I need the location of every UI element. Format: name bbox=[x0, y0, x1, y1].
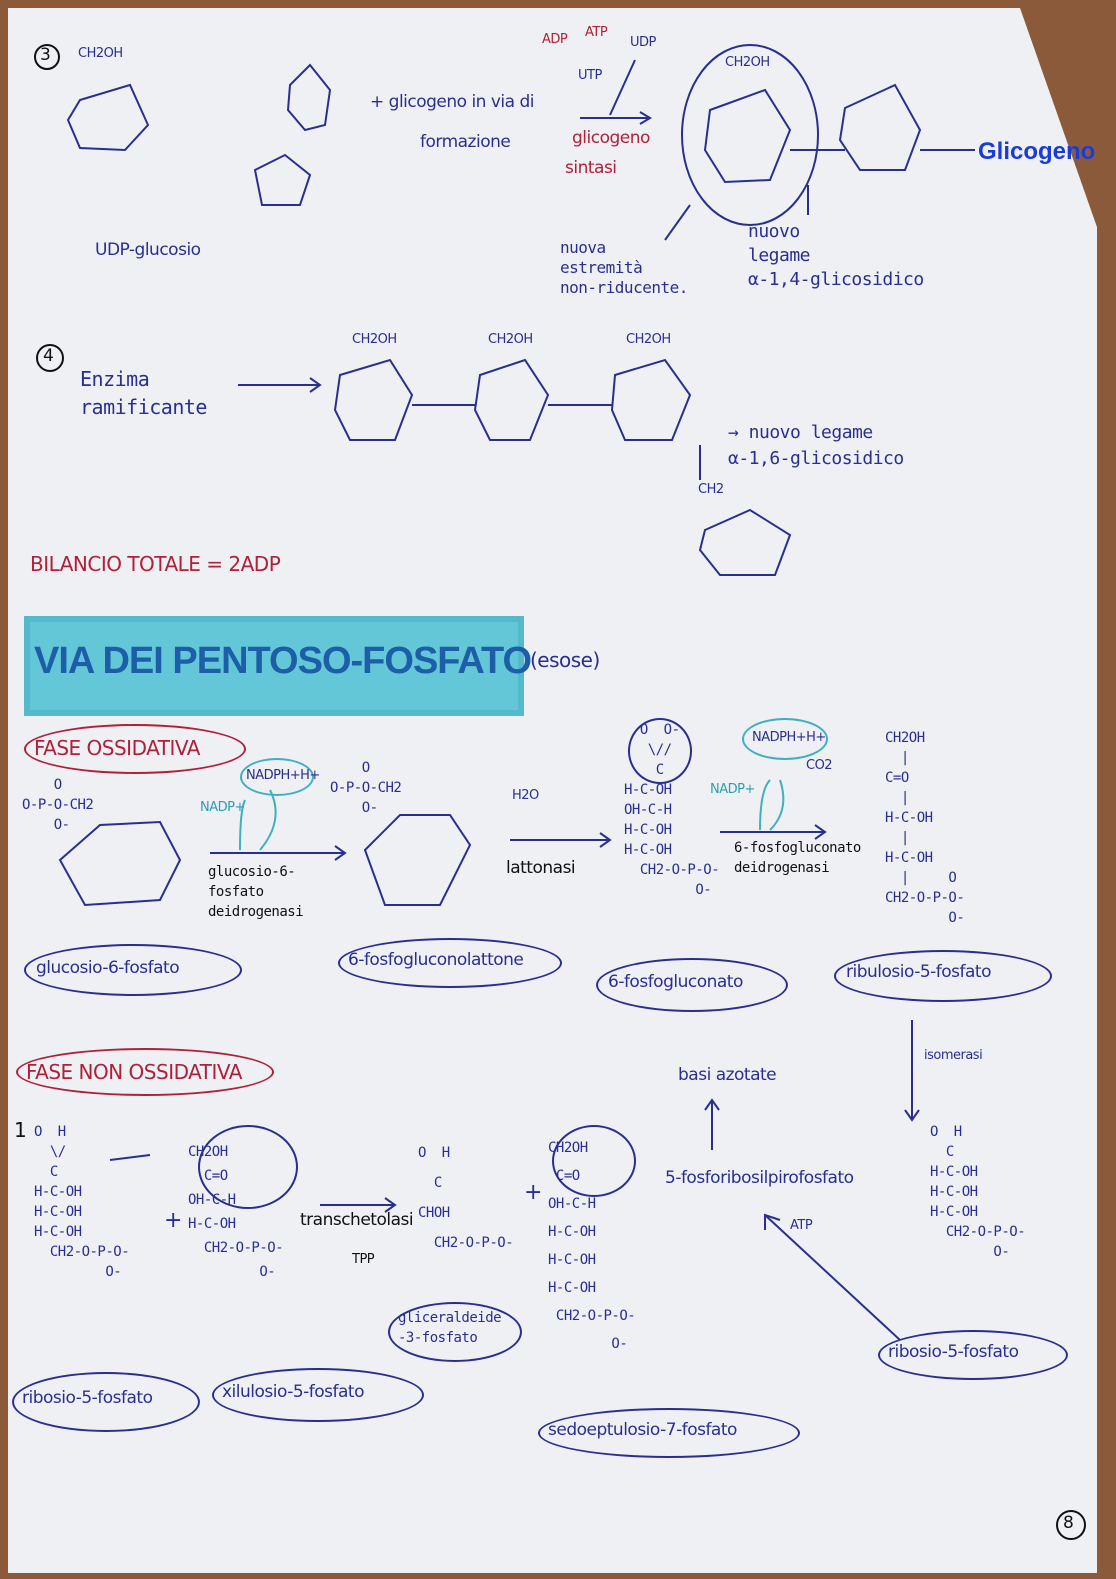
isomerase-label: isomerasi bbox=[924, 1048, 983, 1063]
glycogen-synthase-label: glicogeno bbox=[572, 128, 650, 148]
lactonase-label: lattonasi bbox=[506, 858, 576, 878]
title-highlight bbox=[24, 616, 524, 716]
name-oval-2 bbox=[212, 1368, 424, 1422]
ketone-circle bbox=[198, 1125, 298, 1209]
ch2-label: CH2 bbox=[698, 482, 724, 497]
compound-oval-3 bbox=[596, 958, 788, 1012]
nitrogen-bases-label: basi azotate bbox=[678, 1065, 777, 1085]
plus-1: + bbox=[164, 1208, 182, 1233]
step-1-number: 1 bbox=[14, 1118, 27, 1142]
notebook-page bbox=[8, 8, 1097, 1573]
ketone-circle-2 bbox=[552, 1125, 636, 1197]
name-g3p: gliceraldeide -3-fosfato bbox=[398, 1310, 502, 1346]
oxidative-phase-label: FASE OSSIDATIVA bbox=[34, 736, 200, 760]
step-3-circle bbox=[34, 44, 60, 70]
name-xylulose5p: xilulosio-5-fosfato bbox=[222, 1382, 365, 1402]
new-nonreducing-end: nuova estremità non-riducente. bbox=[560, 238, 688, 297]
transketolase-label: transchetolasi bbox=[300, 1210, 414, 1230]
pentose-phosphate-title: VIA DEI PENTOSO-FOSFATO bbox=[34, 640, 532, 682]
name-oval-3 bbox=[388, 1302, 522, 1362]
page-number: 8 bbox=[1063, 1513, 1074, 1533]
udp-ch2oh: CH2OH bbox=[78, 46, 123, 61]
compound-6pgl: 6-fosfogluconolattone bbox=[348, 950, 524, 970]
compound-oval-2 bbox=[338, 938, 562, 988]
nadph-1-oval bbox=[240, 758, 314, 796]
compound-6pg: 6-fosfogluconato bbox=[608, 972, 743, 992]
compound-g6p: glucosio-6-fosfato bbox=[36, 958, 180, 978]
branching-enzyme-label: Enzima ramificante bbox=[80, 367, 207, 419]
g6p-phosphate: O O-P-O-CH2 O- bbox=[22, 777, 94, 833]
total-balance: BILANCIO TOTALE = 2ADP bbox=[30, 552, 281, 576]
name-sedoheptulose7p: sedoeptulosio-7-fosfato bbox=[548, 1420, 737, 1440]
name-oval-5 bbox=[878, 1330, 1068, 1380]
utp-label: UTP bbox=[578, 68, 602, 83]
water-label: H2O bbox=[512, 788, 539, 803]
atp-label: ATP bbox=[585, 25, 608, 40]
atp-label-2: ATP bbox=[790, 1218, 813, 1233]
xylulose5p-structure: CH2OH C=O OH-C-H H-C-OH CH2-O-P-O- O- bbox=[188, 1144, 284, 1280]
g3p-structure: O H C CHOH CH2-O-P-O- bbox=[418, 1145, 514, 1251]
name-ribose5p-2: ribosio-5-fosfato bbox=[888, 1342, 1019, 1362]
adp-label: ADP bbox=[542, 32, 568, 47]
ch2oh-3: CH2OH bbox=[626, 332, 671, 347]
compound-ru5p: ribulosio-5-fosfato bbox=[846, 962, 992, 982]
lactone-phosphate: O O-P-O-CH2 O- bbox=[330, 760, 402, 816]
name-oval-1 bbox=[12, 1372, 200, 1432]
prpp-label: 5-fosforibosilpirofosfato bbox=[665, 1168, 854, 1188]
nadph-1: NADPH+H+ bbox=[246, 768, 320, 783]
udp-glucose-label: UDP-glucosio bbox=[95, 240, 201, 260]
compound-oval-4 bbox=[834, 950, 1052, 1002]
6pg-dehydrogenase-label: 6-fosfogluconato deidrogenasi bbox=[734, 840, 861, 876]
plus-2: + bbox=[524, 1180, 542, 1205]
ribose5p-structure: O H \/ C H-C-OH H-C-OH H-C-OH CH2-O-P-O-… bbox=[34, 1124, 130, 1280]
gluconate-structure: O O- \// C H-C-OH OH-C-H H-C-OH H-C-OH C… bbox=[624, 722, 720, 898]
new-alpha-14-bond: nuovo legame α-1,4-glicosidico bbox=[748, 221, 924, 290]
ch2oh-2: CH2OH bbox=[488, 332, 533, 347]
glycogen-label: Glicogeno bbox=[978, 138, 1096, 165]
new-alpha-16-bond: → nuovo legame α-1,6-glicosidico bbox=[728, 422, 904, 469]
nadp-1: NADP+ bbox=[200, 800, 245, 815]
ring-ch2oh: CH2OH bbox=[725, 55, 770, 70]
compound-oval-1 bbox=[24, 944, 242, 996]
step-4-number: 4 bbox=[43, 346, 54, 366]
page-number-circle bbox=[1056, 1510, 1086, 1540]
co2-label: CO2 bbox=[806, 758, 833, 773]
glycogen-synthase-label-2: sintasi bbox=[565, 158, 617, 178]
nonoxidative-phase-oval bbox=[16, 1048, 274, 1096]
nadp-2: NADP+ bbox=[710, 782, 755, 797]
glycogen-forming-text-2: formazione bbox=[420, 132, 511, 152]
nadph-2-oval bbox=[742, 718, 828, 760]
name-oval-4 bbox=[538, 1408, 800, 1458]
step-4-circle bbox=[36, 344, 64, 372]
ribulose-structure: CH2OH | C=O | H-C-OH | H-C-OH | O CH2-O-… bbox=[885, 730, 965, 926]
udp-label: UDP bbox=[630, 35, 656, 50]
ch2oh-1: CH2OH bbox=[352, 332, 397, 347]
nonoxidative-phase-label: FASE NON OSSIDATIVA bbox=[26, 1060, 242, 1084]
glycogen-forming-text: + glicogeno in via di bbox=[370, 92, 534, 112]
g6p-dehydrogenase-label: glucosio-6- fosfato deidrogenasi bbox=[208, 864, 304, 920]
nadph-2: NADPH+H+ bbox=[752, 730, 826, 745]
name-ribose5p: ribosio-5-fosfato bbox=[22, 1388, 153, 1408]
title-note: (esose) bbox=[530, 648, 600, 672]
ribose5p-structure-2: O H C H-C-OH H-C-OH H-C-OH CH2-O-P-O- O- bbox=[930, 1124, 1026, 1260]
sedoheptulose-structure: CH2OH C=O OH-C-H H-C-OH H-C-OH H-C-OH CH… bbox=[548, 1140, 636, 1352]
tpp-label: TPP bbox=[352, 1252, 375, 1267]
oxidative-phase-oval bbox=[24, 724, 246, 774]
carboxyl-circle bbox=[628, 718, 692, 784]
step-3-number: 3 bbox=[40, 45, 51, 65]
